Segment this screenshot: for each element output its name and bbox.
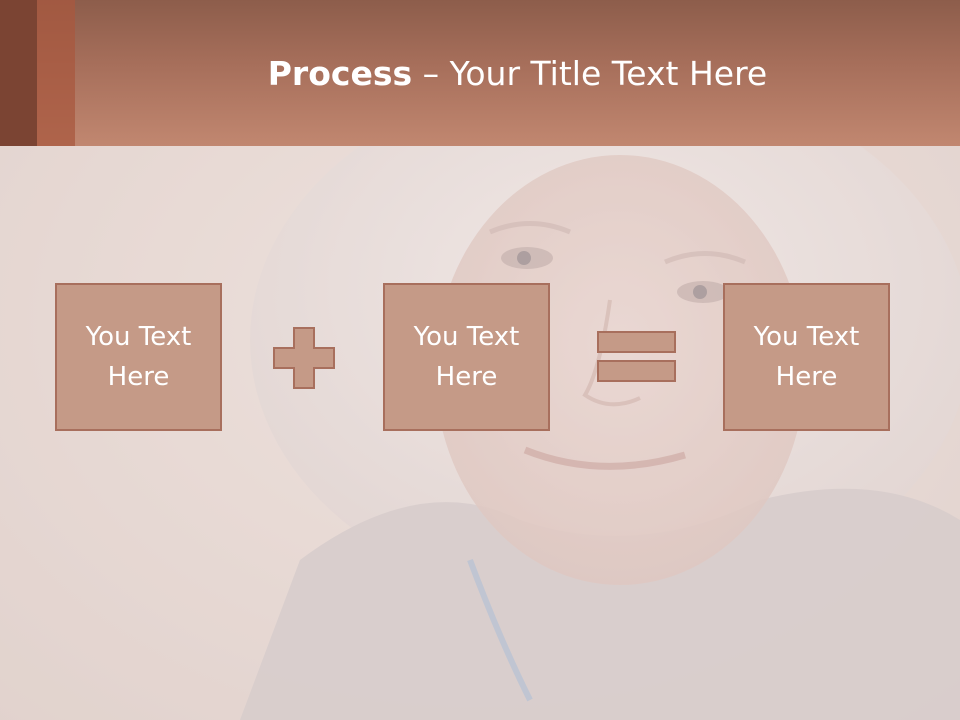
title-dash: – (412, 54, 450, 93)
process-box-3[interactable]: You Text Here (723, 283, 890, 431)
plus-icon (273, 327, 335, 389)
accent-stripe-dark (0, 0, 37, 146)
accent-stripe-light (37, 0, 75, 146)
process-box-1-text: You Text Here (85, 322, 192, 392)
title-bold: Process (267, 54, 413, 93)
process-box-2[interactable]: You Text Here (383, 283, 550, 431)
title-bar: Process – Your Title Text Here (0, 0, 960, 146)
slide-title[interactable]: Process – Your Title Text Here (75, 52, 960, 96)
process-box-3-text: You Text Here (753, 322, 860, 392)
process-box-2-text: You Text Here (413, 322, 520, 392)
process-box-1[interactable]: You Text Here (55, 283, 222, 431)
equals-icon (597, 331, 676, 382)
title-rest: Your Title Text Here (449, 54, 768, 93)
